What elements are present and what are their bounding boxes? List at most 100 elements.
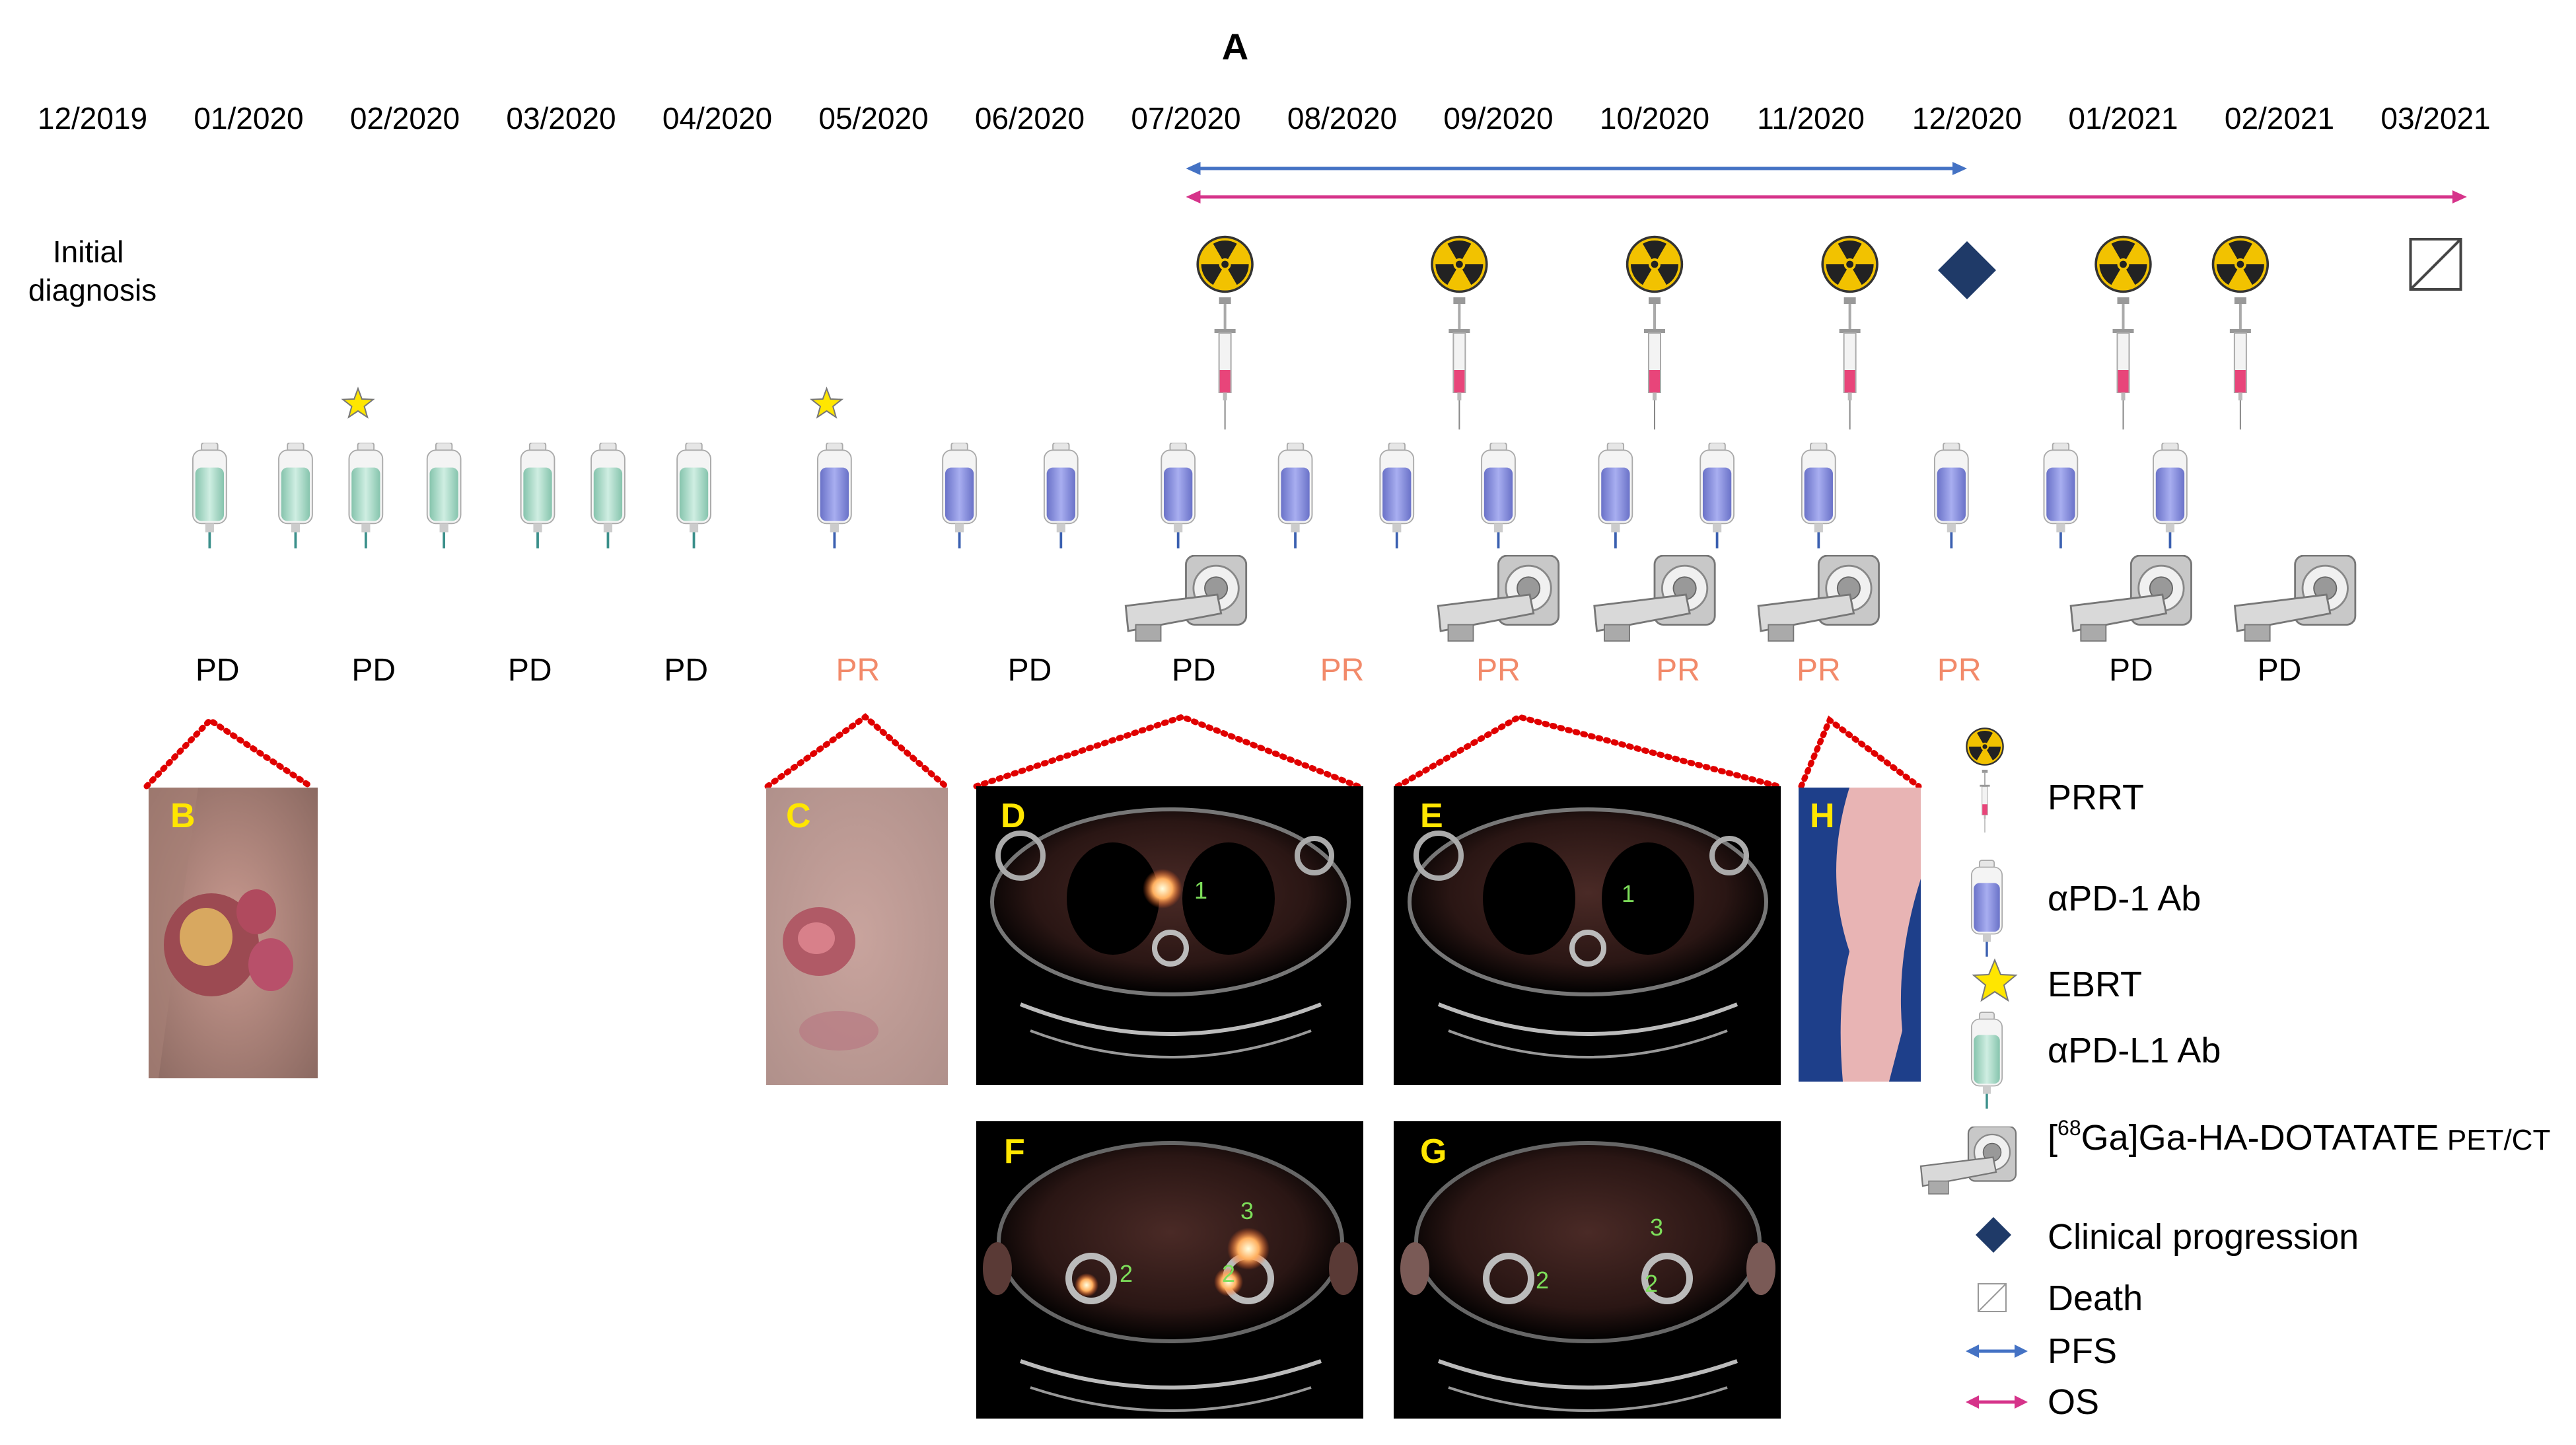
panel-b-letter: B (170, 797, 196, 835)
panel-h-letter: H (1810, 797, 1835, 835)
connector-e (1394, 714, 1781, 790)
response-label: PR (1476, 653, 1521, 688)
month-label: 10/2020 (1600, 101, 1709, 135)
legend-label: αPD-L1 Ab (2048, 1031, 2221, 1070)
response-label: PR (836, 653, 880, 688)
syringe-icon (1213, 297, 1236, 429)
legend-label: [68Ga]Ga-HA-DOTATATE PET/CT (2048, 1116, 2550, 1158)
pfs-arrow (1186, 162, 1967, 175)
month-label: 07/2020 (1131, 101, 1240, 135)
month-label: 11/2020 (1757, 101, 1865, 135)
prrt-icon (1966, 727, 2004, 766)
panel-f-letter: F (1004, 1132, 1025, 1171)
pd1-bag-icon (2153, 443, 2188, 548)
pd1-bag-icon (1598, 443, 1633, 548)
pd1-bag-icon (1277, 443, 1313, 548)
pet-ct-icon (2234, 555, 2357, 642)
month-label: 09/2020 (1443, 101, 1553, 135)
connector-b (143, 716, 314, 790)
panel-g-letter: G (1420, 1132, 1447, 1171)
connector-h (1798, 716, 1922, 790)
month-label: 01/2020 (194, 101, 303, 135)
response-label: PD (508, 653, 552, 688)
pfs-arrow-icon (1966, 1345, 2028, 1358)
os-arrow (1186, 190, 2467, 204)
pd1-bag-icon (817, 443, 852, 548)
pet-ct-icon (1757, 555, 1880, 642)
legend-item-ebrt: EBRT (1972, 958, 2142, 1004)
survival-arrows (1186, 162, 2467, 204)
prrt-icon (1821, 235, 1878, 293)
star-icon (1972, 958, 2018, 1002)
pd1-bag-icon (1379, 443, 1415, 548)
os-arrow-icon (1966, 1395, 2028, 1409)
pd1-bag-icon (1043, 443, 1079, 548)
outcome-icons (1938, 238, 2462, 299)
month-label: 06/2020 (975, 101, 1085, 135)
prrt-event (1431, 235, 1488, 429)
syringe-icon (2112, 297, 2135, 429)
month-label: 05/2020 (818, 101, 928, 135)
legend: PRRT αPD-1 Ab EBRT αPD-L1 Ab [68Ga]Ga-HA… (1919, 727, 2550, 1422)
pdl1-bag-icon (1970, 1012, 2003, 1109)
month-label: 01/2021 (2068, 101, 2178, 135)
connectors (143, 713, 1922, 790)
panel-b-photo: B (149, 788, 318, 1078)
ebrt-icons (341, 387, 844, 419)
connector-c (764, 713, 949, 790)
lesion-label: 3 (1240, 1197, 1254, 1224)
legend-item-prrt: PRRT (1966, 727, 2144, 833)
legend-item-os: OS (1966, 1382, 2099, 1422)
diamond-icon (1976, 1217, 2011, 1253)
legend-label: PRRT (2048, 778, 2144, 817)
response-label: PD (1008, 653, 1052, 688)
month-label: 03/2020 (506, 101, 616, 135)
prrt-icon (2094, 235, 2152, 293)
prrt-event (2094, 235, 2152, 429)
syringe-icon (1448, 297, 1471, 429)
response-label: PR (1937, 653, 1982, 688)
pet-ct-icon (1919, 1127, 2017, 1195)
figure-title: A (1222, 26, 1248, 67)
pet-ct-icons (1124, 555, 2357, 642)
pd1-bag-icon (1970, 860, 2003, 957)
legend-label: Clinical progression (2048, 1217, 2359, 1257)
panel-c-photo: C (766, 788, 948, 1085)
legend-label: OS (2048, 1382, 2099, 1422)
month-label: 03/2021 (2380, 101, 2490, 135)
response-label: PD (2258, 653, 2302, 688)
pdl1-bag-icon (426, 443, 462, 548)
response-label: PD (664, 653, 708, 688)
response-label: PD (351, 653, 396, 688)
syringe-icon (1838, 297, 1861, 429)
response-label: PR (1797, 653, 1841, 688)
antibody-bag-icons (192, 443, 2188, 548)
lesion-label: 3 (1650, 1214, 1663, 1241)
legend-item-progression: Clinical progression (1976, 1217, 2359, 1257)
legend-item-pd1: αPD-1 Ab (1970, 860, 2201, 957)
prrt-event (1821, 235, 1878, 429)
lesion-label: 2 (1536, 1267, 1549, 1294)
pdl1-bag-icon (590, 443, 626, 548)
death-icon (2409, 238, 2462, 291)
prrt-event (1626, 235, 1684, 429)
response-label: PD (2109, 653, 2153, 688)
pdl1-bag-icon (348, 443, 384, 548)
syringe-icon (1643, 297, 1666, 429)
pet-ct-icon (1437, 555, 1560, 642)
month-axis: 12/2019 01/2020 02/2020 03/2020 04/2020 05/20… (38, 101, 2491, 135)
legend-label: PFS (2048, 1331, 2117, 1371)
initial-diagnosis-label: Initial diagnosis (28, 235, 157, 307)
panel-e-scan: E 1 (1394, 786, 1781, 1085)
prrt-icon (1626, 235, 1684, 293)
prrt-event (1196, 235, 1254, 429)
month-label: 04/2020 (662, 101, 772, 135)
panel-c-letter: C (786, 797, 811, 835)
month-label: 12/2019 (38, 101, 147, 135)
star-icon (809, 387, 844, 419)
syringe-icon (2229, 297, 2252, 429)
panel-d-letter: D (1001, 797, 1026, 835)
month-label: 02/2020 (350, 101, 460, 135)
lesion-label: 2 (1120, 1260, 1133, 1287)
response-label: PR (1656, 653, 1700, 688)
